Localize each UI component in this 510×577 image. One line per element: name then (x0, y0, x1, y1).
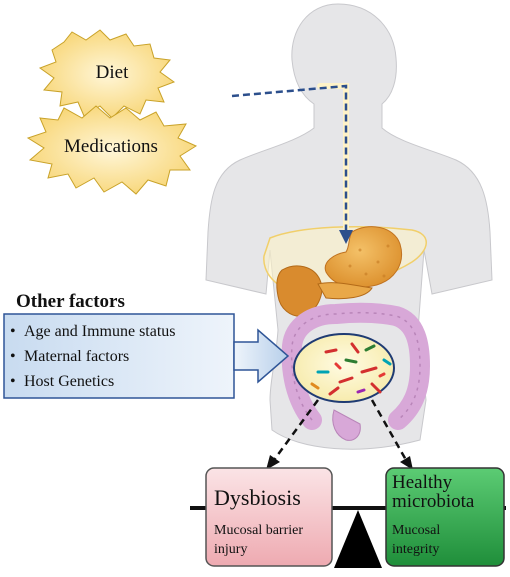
dysbiosis-title: Dysbiosis (214, 485, 301, 510)
digestive-organs (263, 225, 430, 441)
other-factors-box (3, 313, 235, 399)
factor-item-age-immune: Age and Immune status (24, 323, 176, 340)
factor-item-host-genetics: Host Genetics (24, 373, 114, 390)
healthy-microbiota-box: Healthy microbiota Mucosal integrity (385, 467, 505, 567)
esophagus-path (231, 83, 353, 244)
balance-beam (190, 506, 506, 510)
factors-arrow (233, 328, 290, 384)
healthy-title-line1: Healthy (392, 472, 453, 493)
other-factors-title: Other factors (16, 291, 125, 312)
other-factors-panel: Other factors • Age and Immune status • … (3, 291, 290, 399)
diet-label: Diet (96, 62, 129, 83)
outcome-arrows (266, 399, 413, 470)
medications-label: Medications (64, 136, 158, 157)
starburst-diet: Diet (38, 29, 176, 119)
dysbiosis-box: Dysbiosis Mucosal barrier injury (205, 467, 333, 567)
intestinal-lumen (293, 333, 395, 403)
balance-scale (190, 506, 506, 568)
dysbiosis-desc-line1: Mucosal barrier (214, 523, 303, 538)
dysbiosis-desc-line2: injury (214, 542, 247, 557)
healthy-desc-line1: Mucosal (392, 523, 440, 538)
factor-bullet-3: • (10, 373, 16, 390)
stomach-texture (348, 244, 390, 278)
healthy-desc-line2: integrity (392, 542, 439, 557)
starburst-medications: Medications (26, 105, 198, 195)
healthy-title-line2: microbiota (392, 491, 475, 512)
factor-item-maternal: Maternal factors (24, 348, 129, 365)
factor-bullet-1: • (10, 323, 16, 340)
microbes (310, 342, 392, 396)
factor-bullet-2: • (10, 348, 16, 365)
fulcrum (334, 510, 382, 568)
large-intestine (281, 302, 430, 430)
